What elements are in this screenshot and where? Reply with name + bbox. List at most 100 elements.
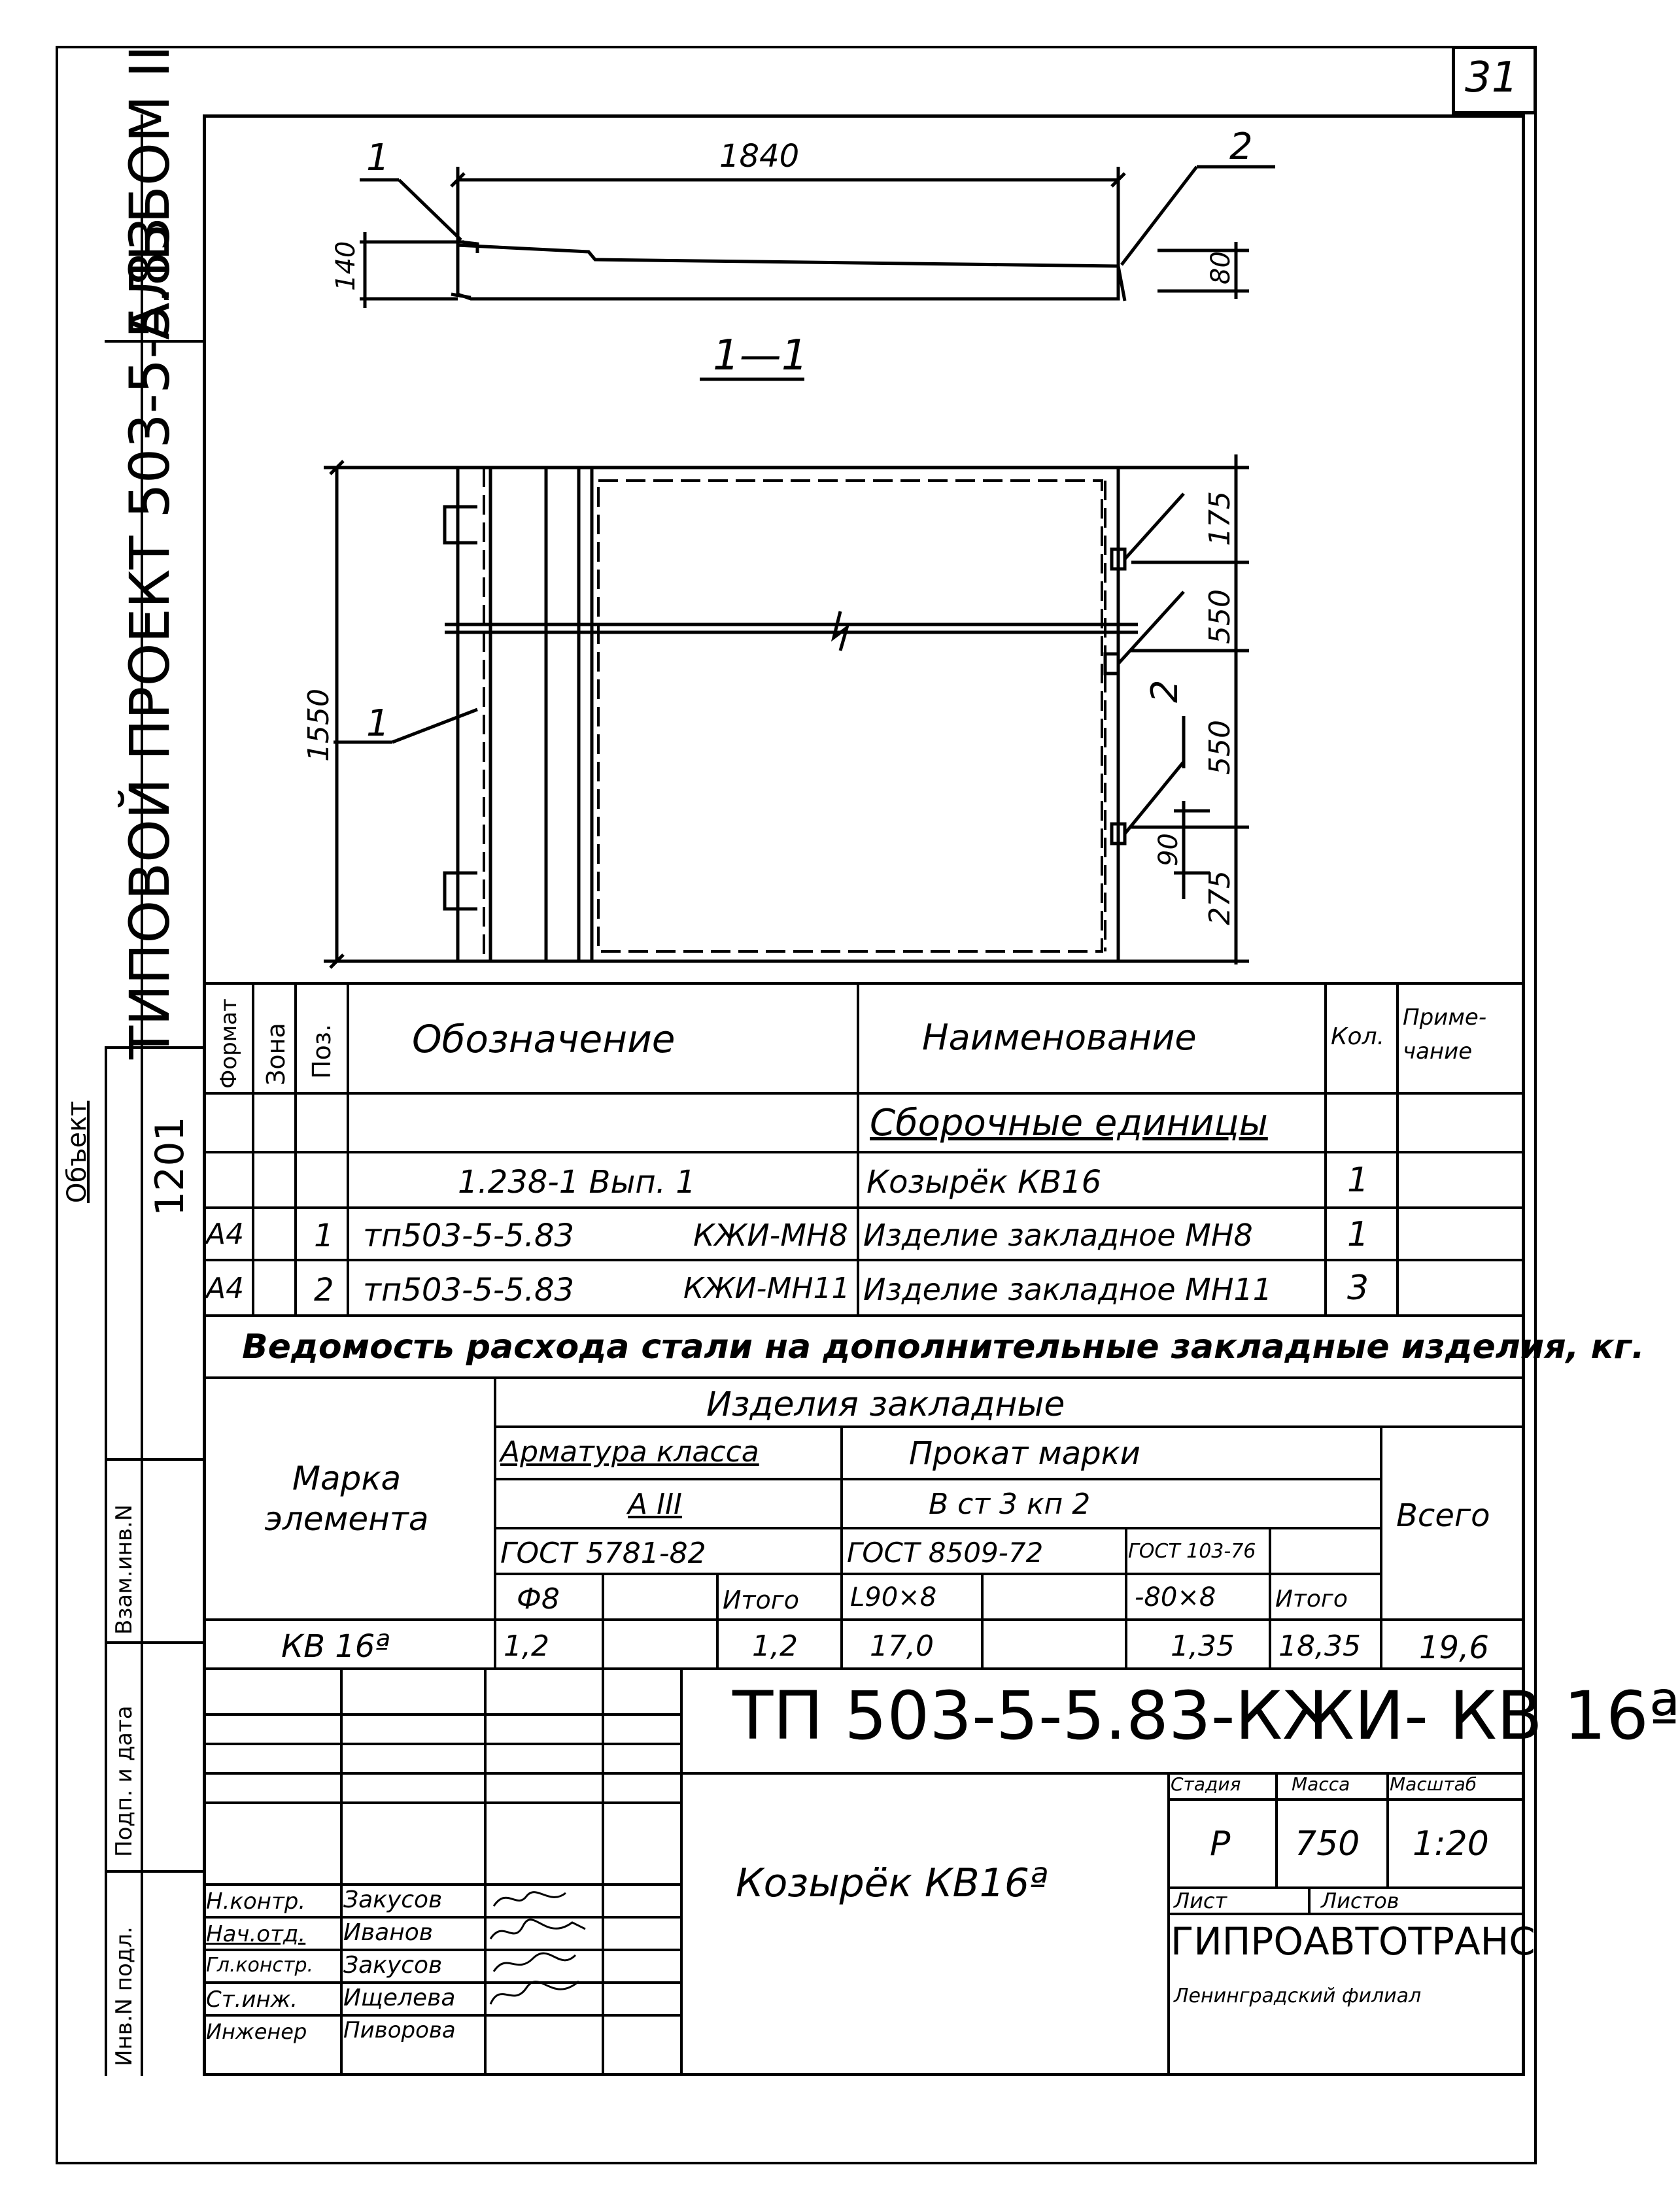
spec-row-3-name: Изделие закладное МН11 — [863, 1272, 1272, 1307]
tb-mass-label: Масса — [1292, 1773, 1350, 1795]
inner-frame — [203, 114, 1525, 2076]
dim-550b: 550 — [1203, 720, 1237, 775]
spec-row-1-qty: 1 — [1347, 1161, 1369, 1200]
steel-v1 — [494, 1376, 496, 1667]
spec-section-title: Сборочные единицы — [870, 1102, 1268, 1144]
plan-callout-2: 2 — [1144, 679, 1186, 703]
staff-role-1: Н.контр. — [206, 1888, 306, 1915]
steel-row-all: 19,6 — [1419, 1629, 1489, 1666]
dim-80: 80 — [1206, 251, 1236, 284]
tb-code: ТП 503-5-5.83-КЖИ- КВ 16ª — [732, 1677, 1680, 1755]
plan-callout-1: 1 — [366, 702, 390, 745]
tb-scale: 1:20 — [1413, 1824, 1489, 1864]
callout-1: 1 — [366, 137, 390, 179]
steel-rebar-gost: ГОСТ 5781-82 — [500, 1537, 706, 1570]
spec-row-3-pos: 2 — [314, 1272, 334, 1308]
tb-h-code — [680, 1772, 1525, 1775]
steel-rolled-mark: Прокат марки — [909, 1435, 1140, 1472]
steel-row-total1: 1,2 — [752, 1629, 798, 1663]
spec-v6 — [1396, 982, 1399, 1314]
staff-h9 — [203, 2014, 680, 2017]
spec-row-2-designation: тп503-5-5.83 — [363, 1218, 575, 1254]
hdr-designation: Обозначение — [412, 1017, 676, 1061]
signature-4 — [489, 1980, 579, 2005]
steel-rolled-gost-1: ГОСТ 8509-72 — [847, 1537, 1044, 1569]
side-row-1: Взам.инв.N — [111, 1504, 137, 1635]
steel-h1 — [494, 1425, 1525, 1428]
steel-row-d8: 1,2 — [504, 1629, 549, 1663]
spec-row-1-name: Козырёк КВ16 — [866, 1164, 1102, 1201]
steel-v8 — [1269, 1527, 1271, 1667]
sheet-number: 31 — [1465, 54, 1518, 102]
spec-h3 — [203, 1206, 1525, 1209]
steel-rolled-gost-2: ГОСТ 103-76 — [1128, 1540, 1256, 1563]
steel-title: Ведомость расхода стали на дополнительны… — [242, 1327, 1645, 1367]
callout-2: 2 — [1229, 126, 1253, 168]
spec-row-1-designation: 1.238-1 Вып. 1 — [458, 1164, 696, 1201]
outer-frame — [56, 46, 1537, 2164]
hdr-format: Формат — [216, 998, 242, 1089]
steel-col-d8: Ф8 — [517, 1582, 560, 1616]
steel-h5 — [203, 1618, 1525, 1621]
spec-row-3-designation: тп503-5-5.83 — [363, 1272, 575, 1308]
staff-role-3: Гл.констр. — [206, 1954, 314, 1977]
steel-v4 — [602, 1573, 604, 1667]
hdr-name: Наименование — [922, 1017, 1197, 1058]
side-divider — [141, 114, 143, 2076]
steel-h4 — [494, 1573, 1380, 1575]
hdr-note: Приме-чание — [1403, 1004, 1487, 1065]
tb-v-sheets — [1308, 1886, 1311, 1913]
spec-v1 — [252, 982, 254, 1314]
staff-v3 — [602, 1667, 604, 2076]
sheet-number-box — [1452, 46, 1537, 114]
steel-total-header: Всего — [1396, 1497, 1490, 1534]
staff-h8 — [203, 1981, 680, 1984]
section-profile — [360, 165, 1275, 381]
spec-row-3-format: А4 — [206, 1272, 245, 1305]
staff-role-2: Нач.отд. — [206, 1921, 306, 1947]
staff-v1 — [340, 1667, 343, 2076]
spec-row-2-format: А4 — [206, 1218, 245, 1251]
tb-sheet-label: Лист — [1174, 1888, 1227, 1913]
side-row-3: Инв.N подл. — [111, 1926, 137, 2066]
side-sep-4 — [105, 1641, 206, 1644]
side-sep-v — [105, 1046, 107, 2076]
hdr-zone: Зона — [262, 1023, 290, 1085]
dim-275: 275 — [1203, 870, 1237, 925]
staff-h1 — [203, 1713, 680, 1716]
steel-h6 — [203, 1667, 1525, 1670]
staff-name-1: Закусов — [343, 1886, 443, 1913]
spec-row-2-name: Изделие закладное МН8 — [863, 1218, 1253, 1253]
tb-h-sheet — [1167, 1886, 1525, 1889]
dim-550a: 550 — [1203, 589, 1237, 644]
steel-subtitle: Изделия закладные — [706, 1385, 1065, 1424]
tb-h-stage — [1167, 1798, 1525, 1801]
spec-v5 — [1324, 982, 1327, 1314]
tb-stage-label: Стадия — [1171, 1773, 1241, 1795]
side-object-value: 1201 — [147, 1116, 193, 1216]
side-title: ТИПОВОЙ ПРОЕКТ 503-5-5.83 — [118, 216, 182, 1059]
side-object-label: Объект — [62, 1100, 92, 1203]
staff-role-5: Инженер — [206, 2019, 307, 2044]
steel-col-strip: -80×8 — [1135, 1582, 1216, 1612]
steel-col-angle: L90×8 — [850, 1582, 937, 1612]
tb-h-sheet2 — [1167, 1913, 1525, 1915]
spec-v3 — [347, 982, 349, 1314]
tb-branch: Ленинградский филиал — [1174, 1985, 1422, 2007]
tb-v-main — [680, 1667, 683, 2076]
drawing-area: 1840 140 80 1 2 1—1 1550 175 550 550 275… — [302, 126, 1275, 969]
steel-rebar-grade: А III — [628, 1488, 683, 1521]
section-label: 1—1 — [713, 332, 808, 380]
staff-role-4: Ст.инж. — [206, 1987, 298, 2013]
staff-h4 — [203, 1801, 680, 1804]
side-sep-3 — [105, 1458, 206, 1461]
dim-175: 175 — [1203, 491, 1237, 546]
steel-rebar-class: Арматура класса — [500, 1435, 759, 1469]
spec-row-2-qty: 1 — [1347, 1215, 1369, 1254]
steel-v2 — [840, 1425, 843, 1667]
spec-row-3-qty: 3 — [1347, 1269, 1369, 1308]
steel-h2 — [494, 1478, 1380, 1480]
hdr-pos: Поз. — [307, 1023, 336, 1079]
spec-v4 — [857, 982, 859, 1314]
steel-rolled-grade: В ст 3 кп 2 — [929, 1488, 1091, 1521]
